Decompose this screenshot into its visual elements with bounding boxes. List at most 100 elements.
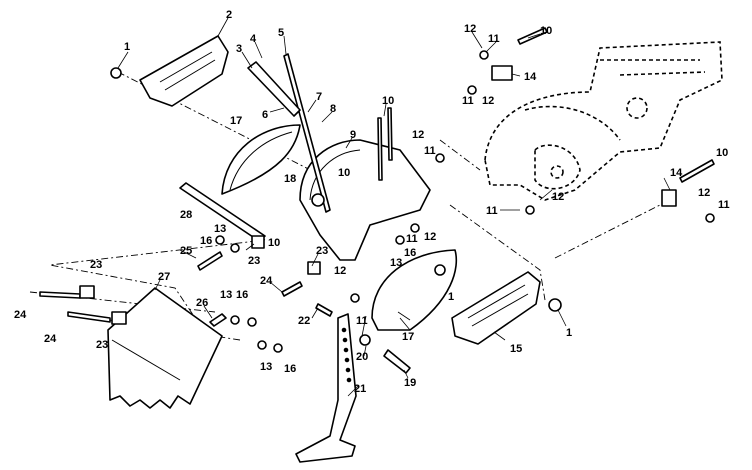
callout-23: 23 [90, 259, 102, 271]
callout-12: 12 [424, 231, 436, 243]
callout-23: 23 [248, 255, 260, 267]
callout-12: 12 [482, 95, 494, 107]
callout-17: 17 [402, 331, 414, 343]
side-shield-left [221, 124, 301, 195]
callout-2: 2 [226, 9, 232, 21]
callout-10: 10 [382, 95, 394, 107]
tine-hood [299, 139, 431, 261]
callout-14: 14 [524, 71, 537, 83]
frame-hub-icon [626, 97, 648, 119]
bolt-icon [67, 311, 111, 323]
bolt-icon [679, 159, 715, 183]
callout-18: 18 [284, 173, 296, 185]
bolt-icon [517, 27, 548, 45]
callout-19: 19 [404, 377, 416, 389]
clip-icon [209, 313, 227, 327]
bolt-icon [281, 281, 303, 297]
callout-11: 11 [462, 95, 474, 107]
callout-24: 24 [14, 309, 27, 321]
drag-plate [107, 287, 223, 409]
callout-10: 10 [338, 167, 350, 179]
side-shield-right [371, 249, 458, 331]
callout-16: 16 [404, 247, 416, 259]
callout-22: 22 [298, 315, 310, 327]
callout-28: 28 [180, 209, 192, 221]
hex-nut-icon [110, 67, 122, 79]
washer-icon [230, 315, 240, 325]
bracket-icon [491, 65, 513, 81]
callout-23: 23 [96, 339, 108, 351]
hex-nut-icon [548, 298, 562, 312]
callout-10: 10 [268, 237, 280, 249]
washer-icon [215, 235, 225, 245]
guard-plate-right [451, 271, 541, 345]
callout-11: 11 [406, 233, 418, 245]
callout-12: 12 [412, 129, 424, 141]
callout-6: 6 [262, 109, 268, 121]
callout-24: 24 [44, 333, 57, 345]
washer-icon [257, 340, 267, 350]
callout-21: 21 [354, 383, 366, 395]
washer-icon [467, 85, 477, 95]
callout-11: 11 [424, 145, 436, 157]
depth-stake [295, 313, 357, 463]
callout-4: 4 [250, 33, 257, 45]
washer-icon [705, 213, 715, 223]
callout-13: 13 [220, 289, 232, 301]
fasteners [39, 27, 715, 353]
bolt-icon [377, 117, 383, 181]
bracket-icon [661, 189, 677, 207]
callout-7: 7 [316, 91, 322, 103]
callout-16: 16 [284, 363, 296, 375]
callout-3: 3 [236, 43, 242, 55]
washer-icon [435, 153, 445, 163]
callout-9: 9 [350, 129, 356, 141]
callout-10: 10 [716, 147, 728, 159]
control-rods [247, 53, 331, 213]
bushing-icon [311, 193, 325, 207]
bolt-icon [197, 251, 223, 271]
callout-12: 12 [464, 23, 476, 35]
clip-icon [111, 311, 127, 325]
callout-16: 16 [236, 289, 248, 301]
frame-axle-icon [550, 165, 564, 179]
tiller-frame [484, 41, 723, 201]
clip-icon [79, 285, 95, 299]
hitch-pin [383, 349, 411, 374]
callout-16: 16 [200, 235, 212, 247]
callout-12: 12 [334, 265, 346, 277]
callout-23: 23 [316, 245, 328, 257]
clip-icon [251, 235, 265, 249]
depth-rod [179, 182, 266, 242]
callout-12: 12 [698, 187, 710, 199]
callout-10: 10 [540, 25, 552, 37]
callout-26: 26 [196, 297, 208, 309]
washer-icon [247, 317, 257, 327]
callout-11: 11 [356, 315, 368, 327]
callout-11: 11 [486, 205, 498, 217]
callout-5: 5 [278, 27, 284, 39]
bolt-icon [387, 107, 393, 161]
callout-1: 1 [566, 327, 572, 339]
washer-icon [479, 50, 489, 60]
washer-icon [410, 223, 420, 233]
bolt-icon [315, 303, 333, 317]
bolt-icon [39, 291, 81, 299]
shield-mount-icon [434, 264, 446, 276]
callout-14: 14 [670, 167, 683, 179]
callout-leaders [117, 17, 671, 397]
stake-adjust-holes [341, 327, 352, 383]
callout-11: 11 [488, 33, 500, 45]
callout-20: 20 [356, 351, 368, 363]
callout-13: 13 [390, 257, 402, 269]
callout-1: 1 [124, 41, 130, 53]
washer-icon [350, 293, 360, 303]
washer-icon [525, 205, 535, 215]
callout-24: 24 [260, 275, 273, 287]
guard-plate-left [139, 35, 229, 107]
washer-icon [230, 243, 240, 253]
callout-25: 25 [180, 245, 192, 257]
washer-icon [395, 235, 405, 245]
callout-numbers: 1 1 1 2 3 4 5 6 7 8 9 10 10 10 10 10 11 … [14, 9, 730, 395]
